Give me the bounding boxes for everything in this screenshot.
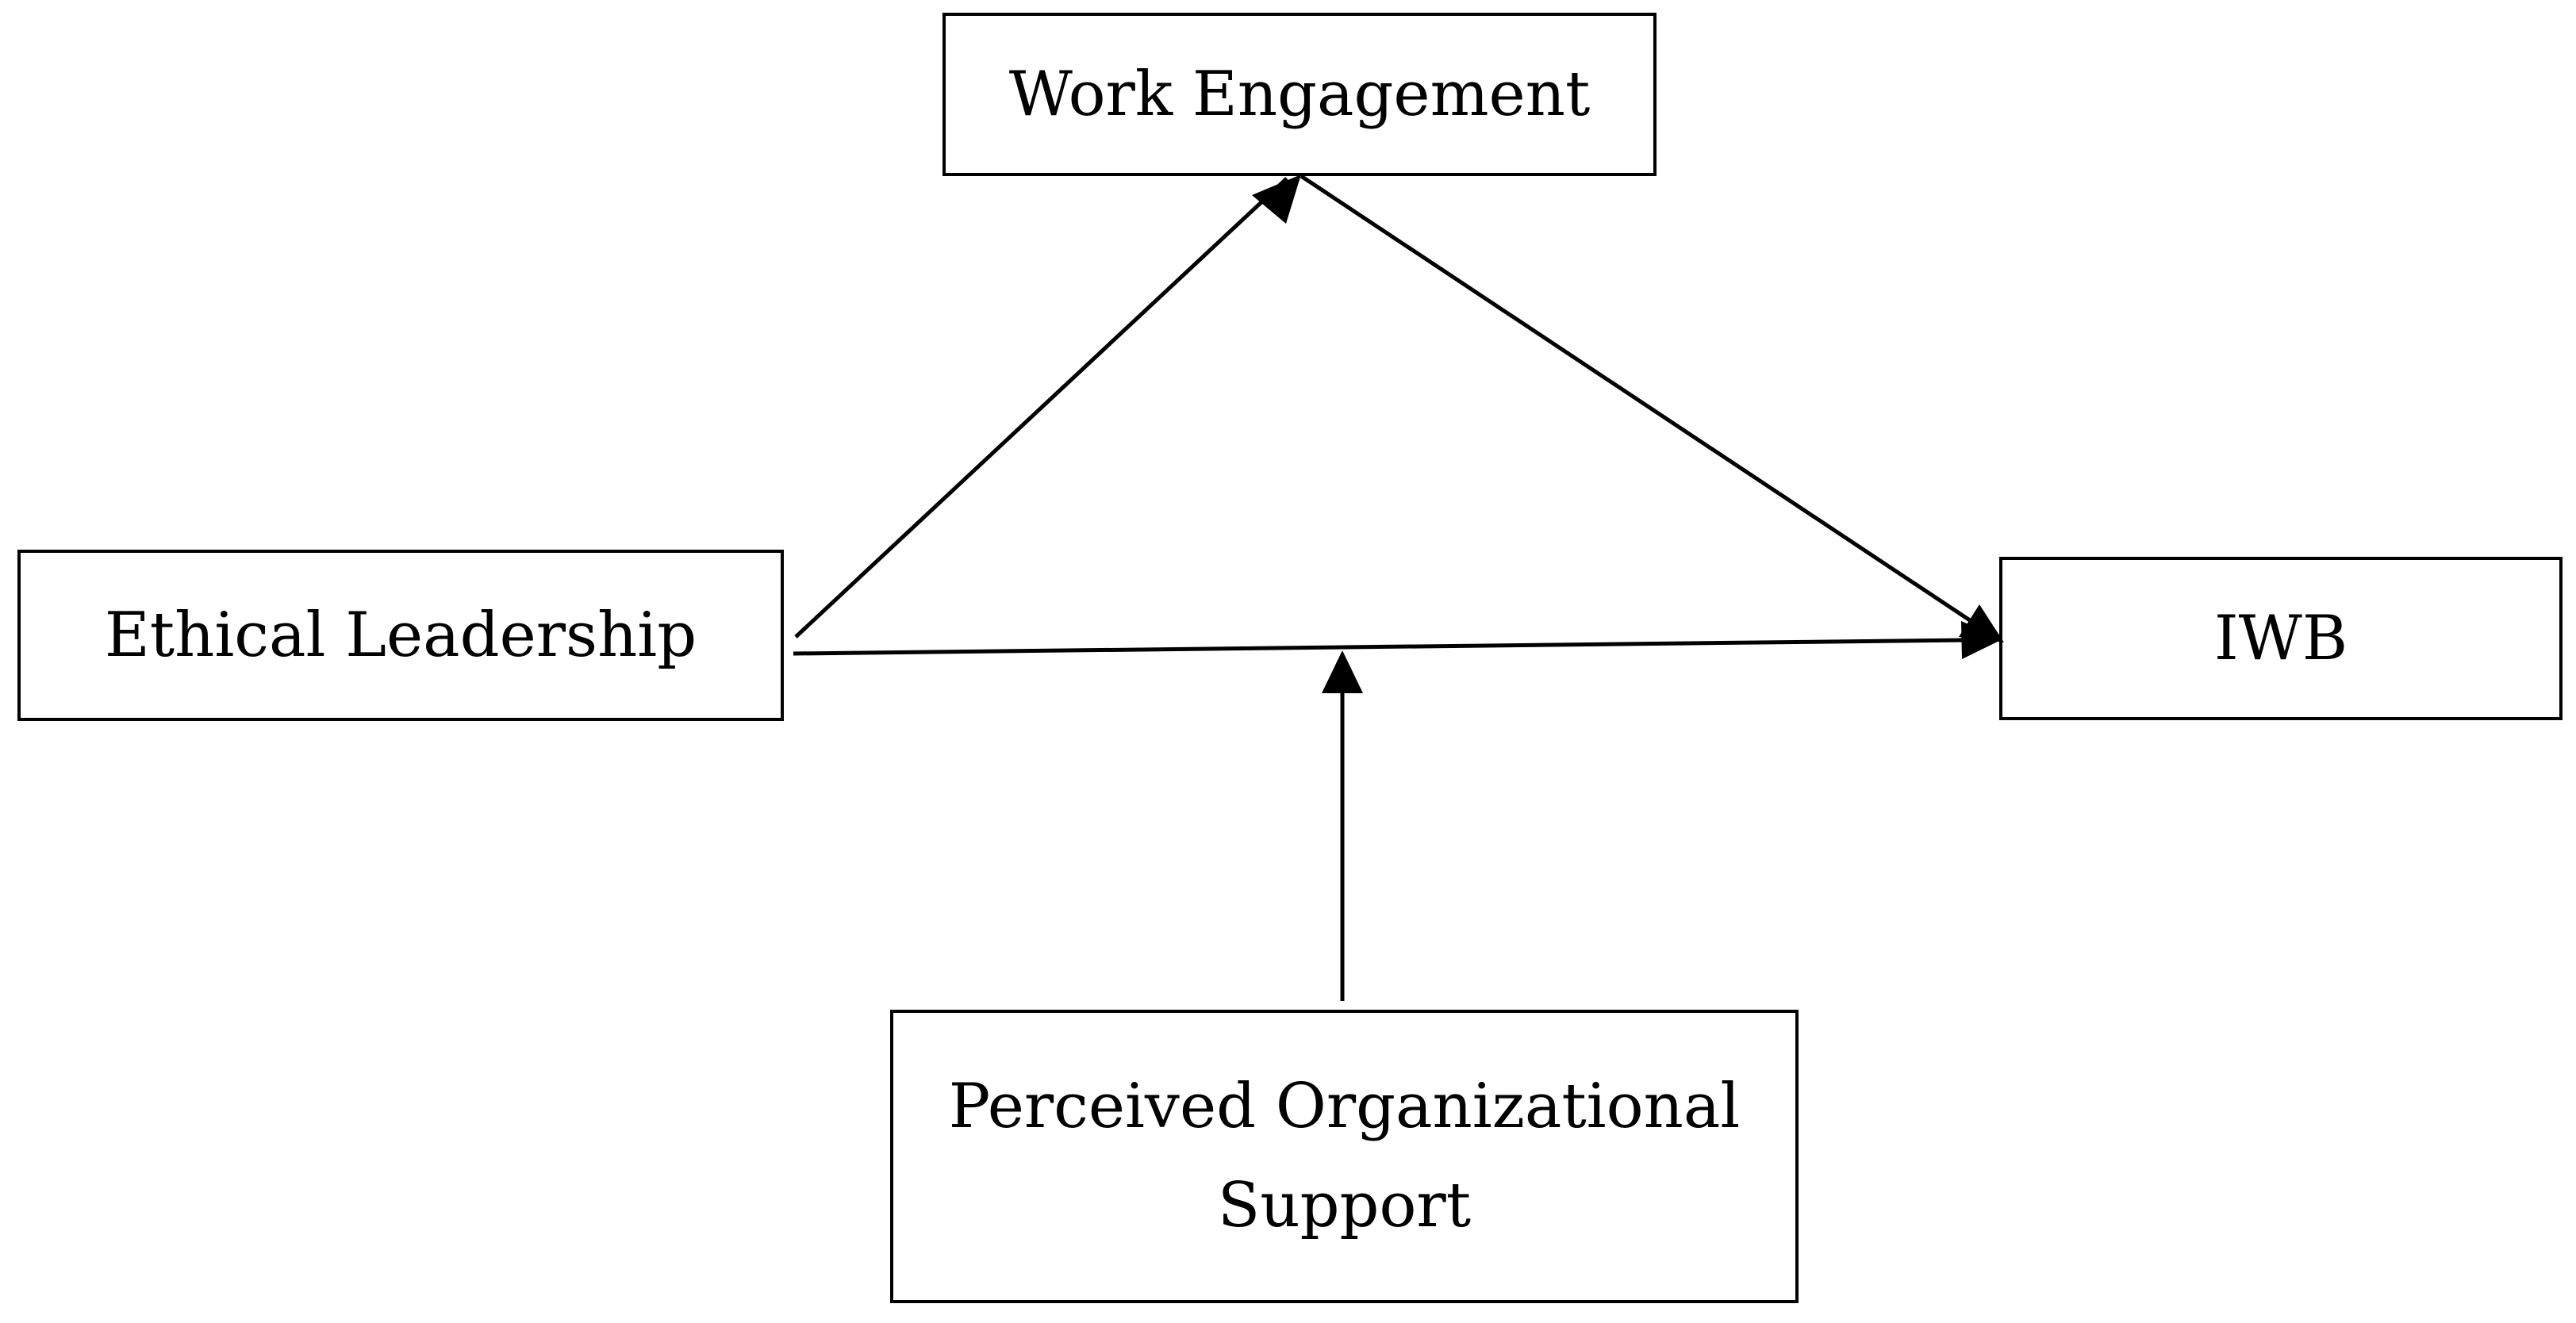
pos-label-line1: Perceived Organizational xyxy=(948,1071,1741,1143)
arrow-pos-moderation xyxy=(1322,650,1363,1001)
arrowhead-icon xyxy=(1322,650,1363,693)
work-engagement-label: Work Engagement xyxy=(1008,58,1591,130)
arrowhead-icon xyxy=(1961,621,2002,659)
iwb-node: IWB xyxy=(1999,557,2563,720)
ethical-leadership-node: Ethical Leadership xyxy=(17,550,784,721)
arrow-ethical-to-work xyxy=(794,174,1301,638)
ethical-leadership-label: Ethical Leadership xyxy=(104,599,697,671)
perceived-organizational-support-node: Perceived Organizational Support xyxy=(890,1010,1799,1303)
work-engagement-node: Work Engagement xyxy=(942,13,1657,176)
arrowhead-icon xyxy=(1959,604,2004,642)
pos-label-line2: Support xyxy=(1217,1170,1472,1241)
arrow-work-to-iwb xyxy=(1300,174,2004,642)
arrow-ethical-to-iwb xyxy=(793,621,2002,659)
iwb-label: IWB xyxy=(2213,602,2348,674)
arrowhead-icon xyxy=(1252,174,1301,224)
